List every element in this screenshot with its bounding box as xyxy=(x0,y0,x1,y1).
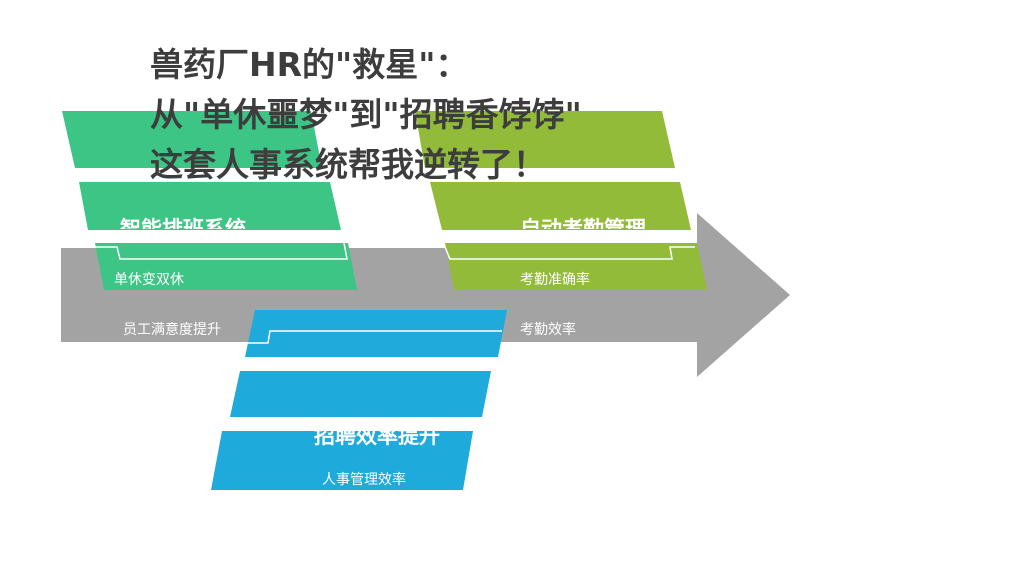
attendance-heading: 自动考勤管理 xyxy=(520,217,646,229)
recruiting-heading: 招聘效率提升 xyxy=(314,424,440,448)
blue-band-3 xyxy=(211,431,473,490)
olive-band-3 xyxy=(445,243,707,290)
attendance-label-1: 考勤准确率 xyxy=(520,272,590,288)
scheduling-label-2: 员工满意度提升 xyxy=(123,322,221,338)
green-band-3 xyxy=(95,243,357,290)
green-connector-line xyxy=(95,242,348,260)
recruiting-label-1: 人事管理效率 xyxy=(322,472,406,488)
title-line-1: 兽药厂HR的"救星"： xyxy=(150,45,469,84)
scheduling-heading: 智能排班系统 xyxy=(120,217,246,229)
blue-band-2 xyxy=(230,371,491,417)
page-title: 兽药厂HR的"救星"： 从"单休噩梦"到"招聘香饽饽" 这套人事系统帮我逆转了！ xyxy=(150,40,582,190)
green-band-2 xyxy=(79,182,341,230)
blue-band-1 xyxy=(245,310,507,357)
blue-connector-line xyxy=(248,330,502,344)
scheduling-label-1: 单休变双休 xyxy=(114,272,184,288)
olive-band-1 xyxy=(415,111,675,168)
attendance-label-2: 考勤效率 xyxy=(520,322,576,338)
title-line-3: 这套人事系统帮我逆转了！ xyxy=(150,145,546,184)
olive-band-2 xyxy=(430,182,691,230)
olive-connector-line xyxy=(444,246,695,260)
title-line-2: 从"单休噩梦"到"招聘香饽饽" xyxy=(150,95,582,134)
green-band-1 xyxy=(62,111,322,168)
